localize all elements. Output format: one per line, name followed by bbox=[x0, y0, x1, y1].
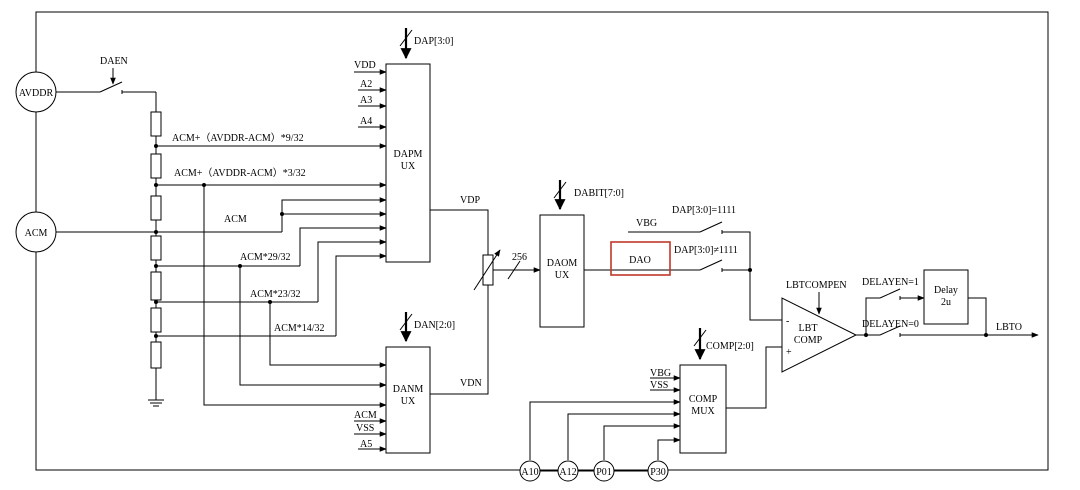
net-vdp-label: VDP bbox=[460, 195, 480, 206]
danmux-title-2: UX bbox=[401, 396, 416, 407]
dao-label: DAO bbox=[629, 255, 651, 266]
daomux-select: DABIT[7:0] bbox=[574, 188, 624, 199]
tap-label-5: ACM*23/32 bbox=[250, 289, 301, 300]
compmux-select: COMP[2:0] bbox=[706, 341, 754, 352]
dapmux-in-a4: A4 bbox=[360, 116, 372, 127]
daen-label: DAEN bbox=[100, 56, 128, 67]
daen-switch bbox=[99, 81, 123, 93]
compmux-block: COMP MUX bbox=[679, 364, 727, 454]
pin-a10-label: A10 bbox=[521, 467, 538, 478]
pin-p01-label: P01 bbox=[596, 467, 612, 478]
delay-title-2: 2u bbox=[941, 297, 951, 308]
dao-highlight bbox=[610, 241, 671, 276]
comparator-minus: - bbox=[786, 316, 789, 327]
danmux-select: DAN[2:0] bbox=[414, 320, 455, 331]
dapmux-title: DAPM bbox=[394, 149, 423, 160]
resistor bbox=[150, 111, 162, 137]
pin-p30-label: P30 bbox=[650, 467, 666, 478]
pin-p30: P30 bbox=[647, 460, 669, 482]
danmux-title: DANM bbox=[393, 384, 424, 395]
resistor bbox=[150, 271, 162, 301]
daomux-block: DAOM UX bbox=[539, 214, 585, 328]
compmux-in-vss: VSS bbox=[650, 380, 668, 391]
daomux-title-2: UX bbox=[555, 270, 570, 281]
tap-label-1: ACM+（AVDDR-ACM）*9/32 bbox=[172, 132, 304, 144]
bus-width-label: 256 bbox=[512, 252, 527, 263]
switch-delayen0-label: DELAYEN=0 bbox=[862, 319, 919, 330]
danmux-block: DANM UX bbox=[385, 346, 431, 454]
compmux-in-vbg: VBG bbox=[650, 368, 671, 379]
pin-acm: ACM bbox=[15, 211, 57, 253]
compmux-title-2: MUX bbox=[691, 406, 715, 417]
resistor-ladder bbox=[148, 92, 164, 407]
comparator-title-2: COMP bbox=[794, 335, 823, 346]
net-lbto-label: LBTO bbox=[996, 322, 1022, 333]
comparator-title: LBT bbox=[799, 323, 818, 334]
dapmux-select: DAP[3:0] bbox=[414, 36, 453, 47]
switch-dap-ne-label: DAP[3:0]≠1111 bbox=[674, 245, 738, 256]
net-vbg-label: VBG bbox=[636, 218, 657, 229]
resistor bbox=[150, 235, 162, 261]
pin-a12-label: A12 bbox=[559, 467, 576, 478]
tap-label-2: ACM+（AVDDR-ACM）*3/32 bbox=[174, 167, 306, 179]
delay-title: Delay bbox=[934, 285, 958, 296]
tap-label-3: ACM bbox=[224, 214, 247, 225]
danmux-in-acm: ACM bbox=[354, 410, 377, 421]
lbt-comparator: LBT COMP - + bbox=[781, 297, 858, 373]
tap-label-4: ACM*29/32 bbox=[240, 252, 291, 263]
daomux-title: DAOM bbox=[547, 258, 578, 269]
net-vdn-label: VDN bbox=[460, 378, 482, 389]
dapmux-in-a3: A3 bbox=[360, 95, 372, 106]
resistor bbox=[150, 195, 162, 221]
comparator-plus: + bbox=[786, 347, 792, 358]
danmux-in-a5: A5 bbox=[360, 439, 372, 450]
tap-label-6: ACM*14/32 bbox=[274, 323, 325, 334]
danmux-in-vss: VSS bbox=[356, 423, 374, 434]
resistor bbox=[150, 307, 162, 333]
dapmux-block: DAPM UX bbox=[385, 63, 431, 263]
dapmux-in-a2: A2 bbox=[360, 79, 372, 90]
compmux-title: COMP bbox=[689, 394, 718, 405]
comparator-enable: LBTCOMPEN bbox=[786, 280, 847, 291]
switch-delayen1-label: DELAYEN=1 bbox=[862, 277, 919, 288]
ground-icon bbox=[148, 399, 164, 407]
dapmux-title-2: UX bbox=[401, 161, 416, 172]
pin-p01: P01 bbox=[593, 460, 615, 482]
pin-avddr-label: AVDDR bbox=[19, 88, 54, 99]
switch-dap-eq-label: DAP[3:0]=1111 bbox=[672, 205, 736, 216]
pin-a10: A10 bbox=[519, 460, 541, 482]
resistor bbox=[150, 153, 162, 179]
variable-resistor bbox=[482, 254, 494, 286]
pin-a12: A12 bbox=[557, 460, 579, 482]
pin-avddr: AVDDR bbox=[15, 71, 57, 113]
dapmux-in-vdd: VDD bbox=[354, 60, 376, 71]
pin-acm-label: ACM bbox=[25, 228, 48, 239]
delay-block: Delay 2u bbox=[923, 269, 969, 325]
resistor bbox=[150, 341, 162, 369]
